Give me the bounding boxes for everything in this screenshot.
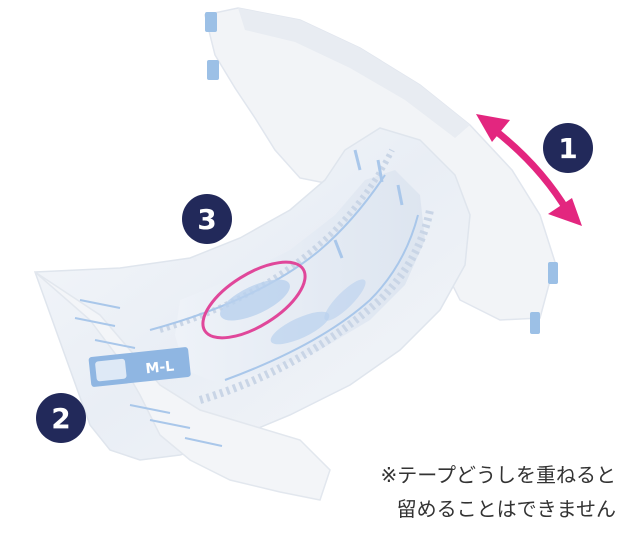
tape-top-left	[205, 12, 217, 32]
size-label-panel: M-L	[88, 347, 191, 387]
tape-mid-left	[207, 60, 219, 80]
marker-1-label: 1	[558, 131, 578, 165]
tape-right-lower	[530, 312, 540, 334]
double-arrow-icon	[476, 114, 582, 226]
size-label-text: M-L	[145, 358, 175, 377]
caution-note-line1: ※テープどうしを重ねると	[380, 463, 616, 487]
highlight-circle-icon	[201, 260, 307, 340]
marker-2-label: 2	[51, 401, 71, 435]
caution-note-line2: 留めることはできません	[396, 497, 616, 521]
absorbent-core	[33, 127, 471, 461]
marker-3: 3	[182, 194, 232, 244]
marker-2: 2	[36, 393, 86, 443]
marker-3-label: 3	[197, 202, 217, 236]
caution-note: ※テープどうしを重ねると 留めることはできません	[296, 458, 616, 526]
marker-1: 1	[543, 123, 593, 173]
tape-right-upper	[548, 262, 558, 284]
